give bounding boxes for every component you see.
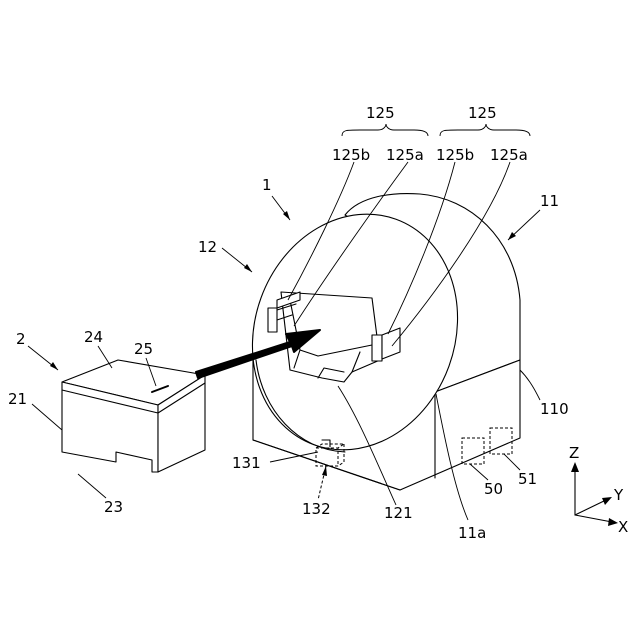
label-11: 11 [540,192,559,210]
device-body [220,185,520,490]
label-125b-left: 125b [332,146,370,164]
axis-indicator [571,462,618,526]
label-125a-left: 125a [386,146,424,164]
label-21: 21 [8,390,27,408]
label-axis-y: Y [613,486,624,504]
label-23: 23 [104,498,123,516]
label-2: 2 [16,330,26,348]
label-132: 132 [302,500,331,518]
label-125a-right: 125a [490,146,528,164]
label-51: 51 [518,470,537,488]
label-50: 50 [484,480,503,498]
label-axis-z: Z [569,444,579,462]
label-110: 110 [540,400,569,418]
label-25: 25 [134,340,153,358]
label-24: 24 [84,328,103,346]
label-axis-x: X [618,518,628,536]
label-121: 121 [384,504,413,522]
label-125b-right: 125b [436,146,474,164]
label-1: 1 [262,176,272,194]
label-131: 131 [232,454,261,472]
label-125-right: 125 [468,104,497,122]
label-12: 12 [198,238,217,256]
label-125-left: 125 [366,104,395,122]
cartridge [62,360,205,472]
label-11a: 11a [458,524,486,542]
